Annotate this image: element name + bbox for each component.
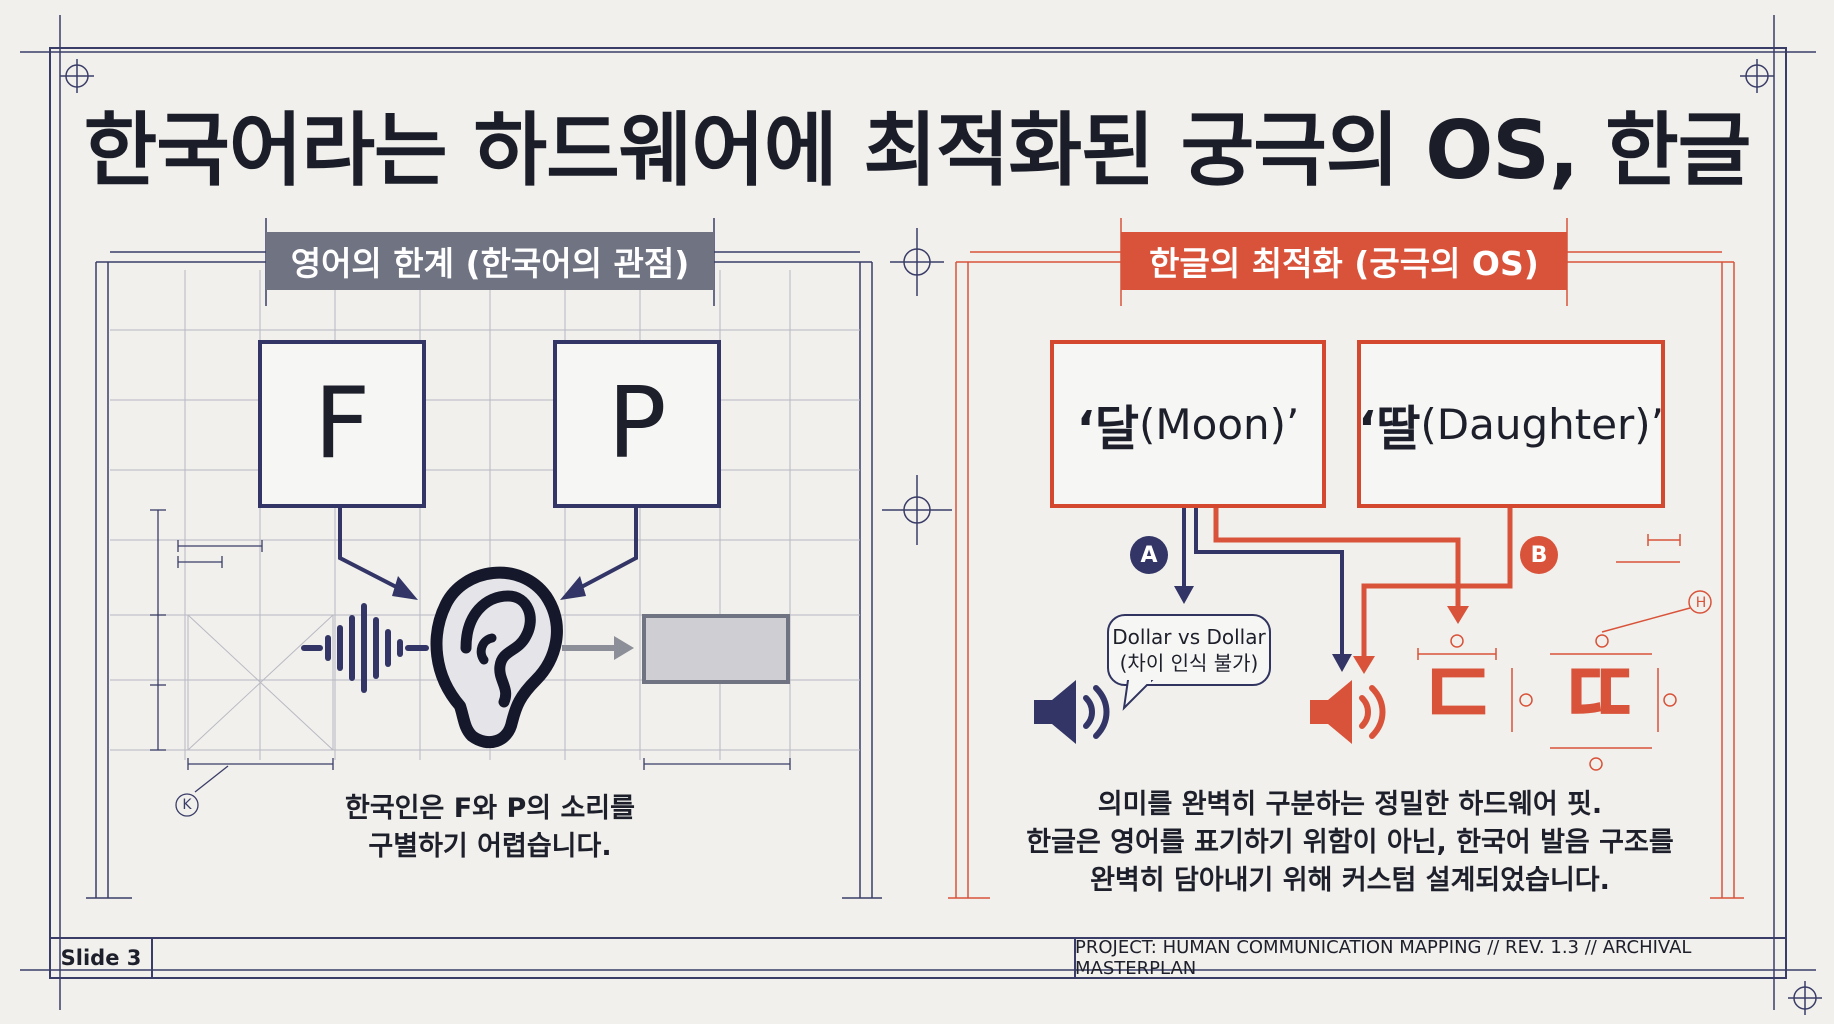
marker-k: K	[182, 797, 192, 813]
bubble-line2: (차이 인식 불가)	[1119, 651, 1259, 675]
word-daughter-korean: ‘딸	[1357, 401, 1421, 457]
letter-p-box: P	[553, 340, 721, 508]
word-daughter-english: (Daughter)’	[1420, 399, 1665, 449]
word-box-moon: ‘달(Moon)’	[1050, 340, 1326, 508]
letter-f-box: F	[258, 340, 426, 508]
badge-b: B	[1520, 536, 1558, 574]
left-caption-line2: 구별하기 어렵습니다.	[368, 831, 612, 862]
glyph-ssangdigeut: ㄸ	[1558, 642, 1642, 747]
page-title: 한국어라는 하드웨어에 최적화된 궁극의 OS, 한글	[83, 104, 1752, 197]
right-caption-line3: 완벽히 담아내기 위해 커스텀 설계되었습니다.	[1090, 865, 1610, 896]
right-caption-line2: 한글은 영어를 표기하기 위함이 아닌, 한국어 발음 구조를	[1026, 827, 1674, 858]
speech-bubble: Dollar vs Dollar (차이 인식 불가)	[1107, 614, 1271, 686]
right-caption-line1: 의미를 완벽히 구분하는 정밀한 하드웨어 핏.	[1097, 789, 1603, 820]
crosshair-icon	[60, 59, 1822, 1015]
speaker-icon-red	[1310, 680, 1386, 744]
left-caption-line1: 한국인은 F와 P의 소리를	[345, 793, 635, 824]
word-moon-korean: ‘달	[1076, 401, 1140, 457]
sound-wave-icon	[301, 603, 429, 693]
glyph-digeut: ㄷ	[1416, 642, 1500, 747]
left-panel-header: 영어의 한계 (한국어의 관점)	[266, 232, 714, 290]
right-panel-header: 한글의 최적화 (궁극의 OS)	[1121, 232, 1567, 290]
footer-project: PROJECT: HUMAN COMMUNICATION MAPPING // …	[1075, 937, 1692, 979]
word-moon-english: (Moon)’	[1139, 399, 1300, 449]
word-box-daughter: ‘딸(Daughter)’	[1357, 340, 1665, 508]
ear-icon	[430, 566, 563, 749]
speech-bubble-tail	[1122, 680, 1154, 711]
marker-h: H	[1695, 595, 1707, 611]
speaker-icon	[1034, 680, 1110, 744]
footer-slide-number: Slide 3	[60, 946, 142, 970]
badge-a: A	[1130, 536, 1168, 574]
bubble-line1: Dollar vs Dollar	[1112, 625, 1266, 649]
